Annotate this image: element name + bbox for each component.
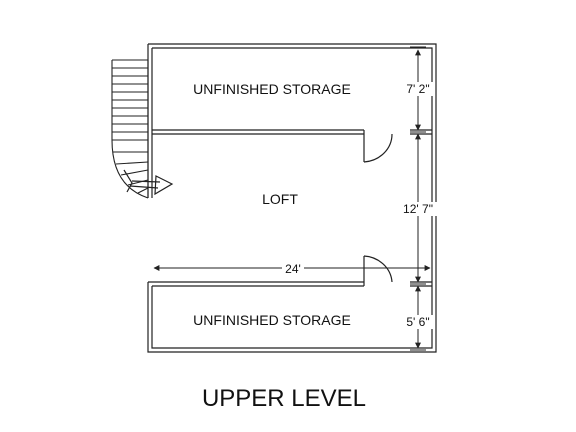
loft-label: LOFT bbox=[262, 191, 298, 207]
plan-title: UPPER LEVEL bbox=[202, 385, 366, 412]
door-bottom bbox=[363, 255, 393, 283]
staircase bbox=[111, 59, 149, 199]
storage-bottom-label: UNFINISHED STORAGE bbox=[193, 312, 351, 328]
overall-width: 24' bbox=[285, 262, 301, 276]
storage-top-label: UNFINISHED STORAGE bbox=[193, 81, 351, 97]
storage-top-partition bbox=[152, 129, 432, 135]
storage-bottom-depth: 5' 6" bbox=[406, 315, 429, 329]
stair-arrow bbox=[123, 169, 174, 196]
dimension-labels: 7' 2" 12' 7" 5' 6" 24' bbox=[285, 82, 438, 329]
storage-bottom-partition bbox=[148, 281, 432, 287]
storage-top-depth: 7' 2" bbox=[406, 82, 429, 96]
loft-depth: 12' 7" bbox=[403, 202, 433, 216]
door-top bbox=[363, 133, 393, 163]
